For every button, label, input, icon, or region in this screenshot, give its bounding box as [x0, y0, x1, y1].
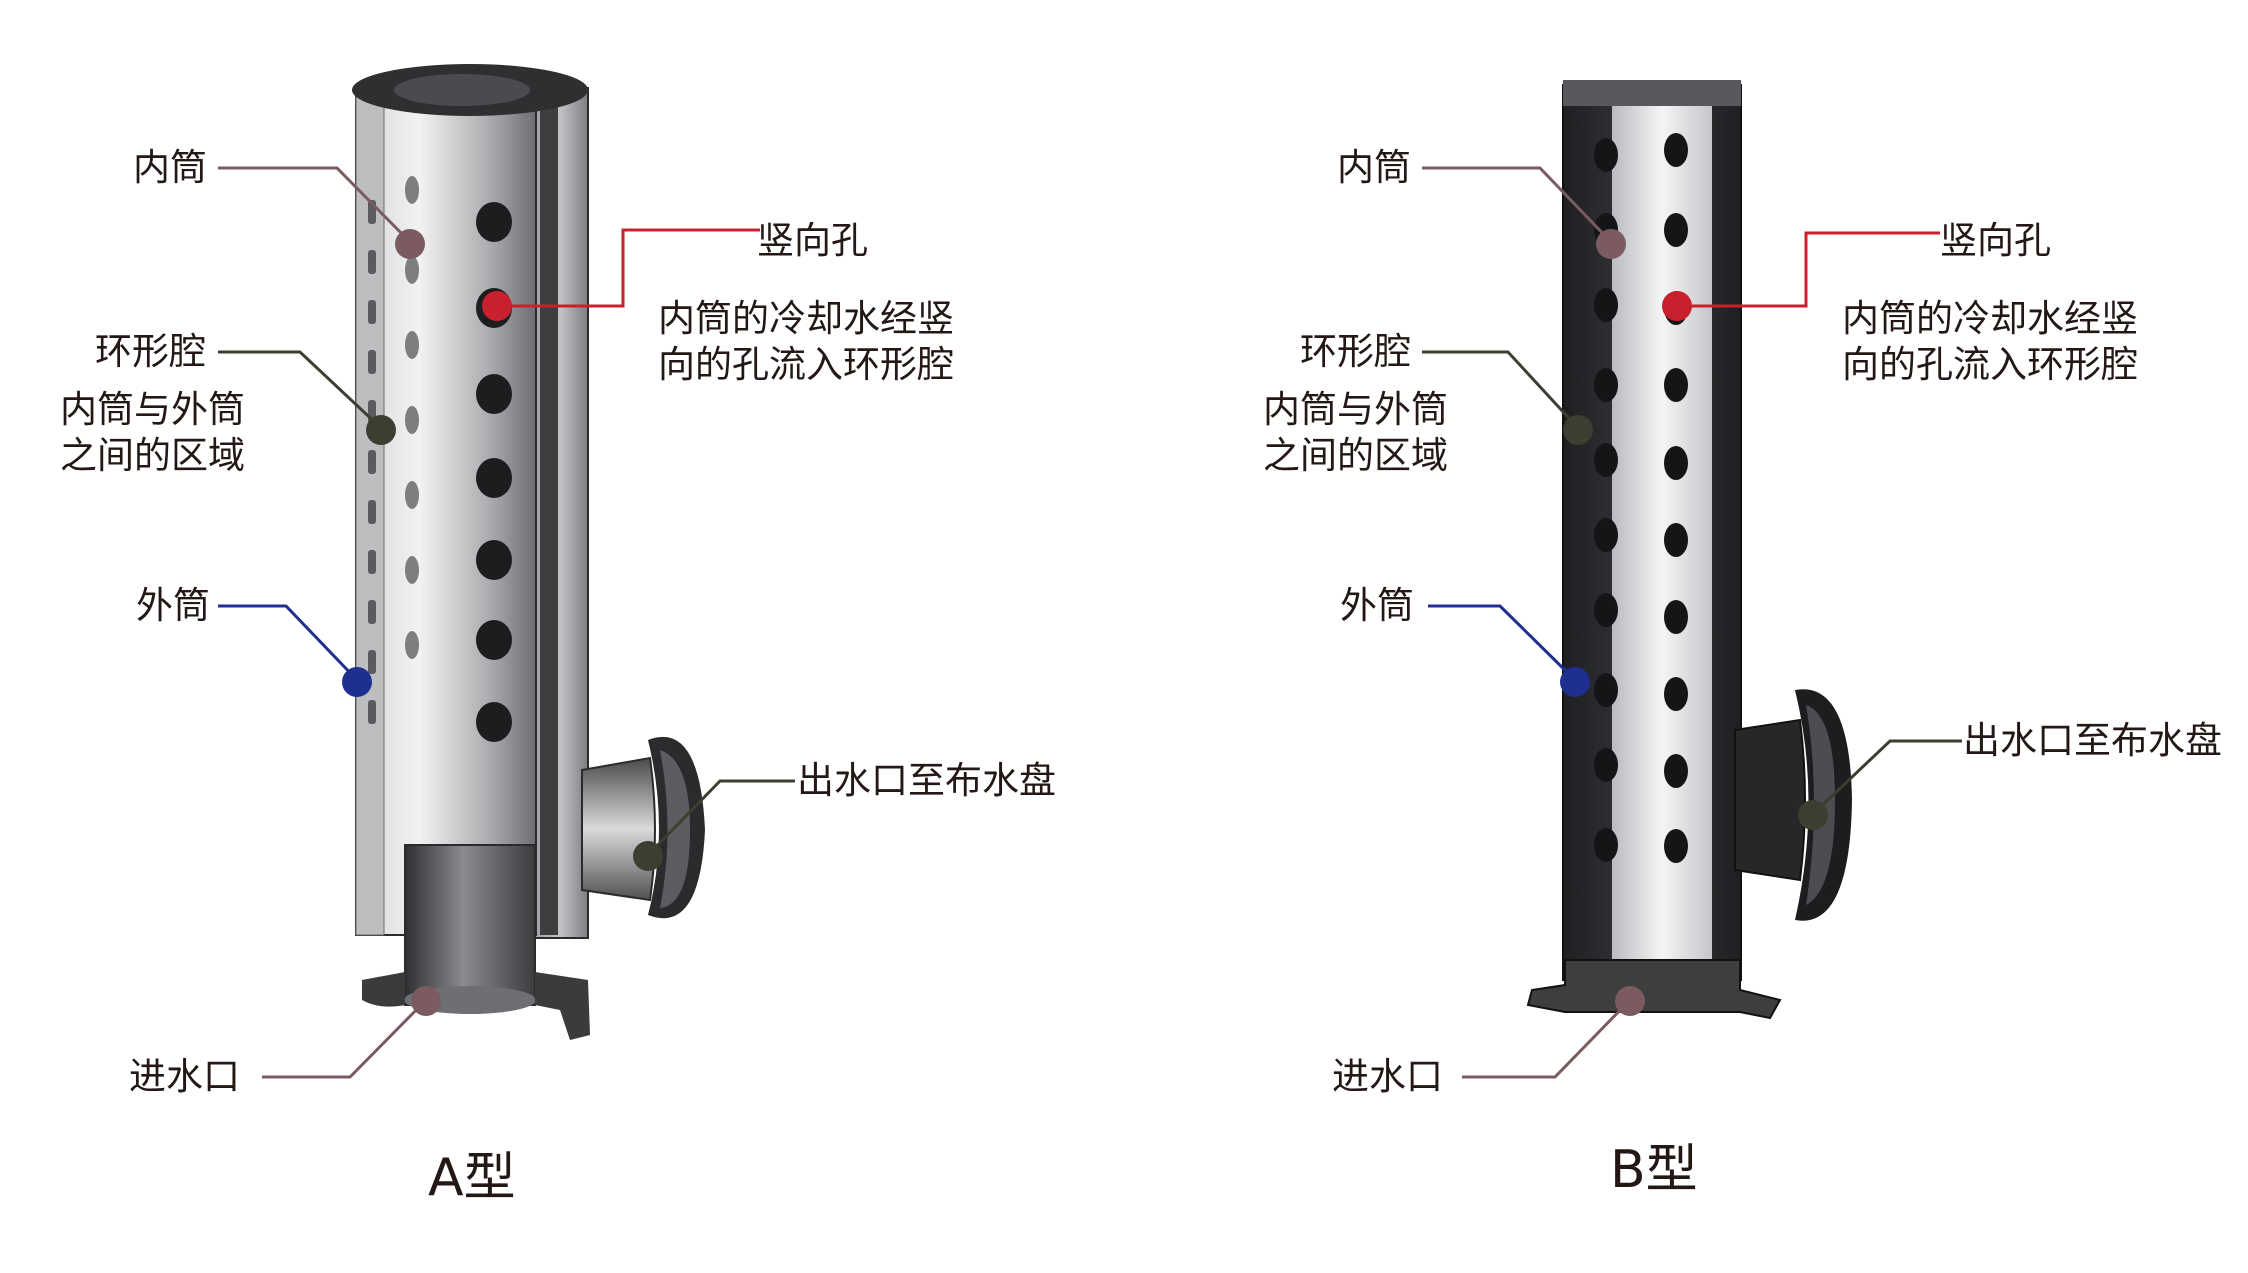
- label-a-outlet: 出水口至布水盘: [797, 759, 1056, 802]
- line-a-hole: [497, 228, 760, 308]
- line-a-outer: [218, 604, 359, 682]
- label-a-annulus-desc-line-1: 内筒与外筒: [60, 388, 245, 431]
- line-b-annulus: [1422, 350, 1580, 430]
- marker-a-inner: [395, 229, 425, 259]
- line-b-inlet: [1462, 998, 1632, 1079]
- label-a-annulus-desc: 内筒与外筒 之间的区域: [60, 387, 245, 479]
- line-a-outlet: [646, 779, 795, 857]
- caption-a: A型: [428, 1148, 516, 1208]
- line-b-outlet: [1811, 739, 1962, 816]
- label-b-hole-desc: 内筒的冷却水经竖 向的孔流入环形腔: [1842, 296, 2138, 388]
- marker-a-hole: [482, 291, 512, 321]
- line-a-inner: [218, 166, 412, 244]
- marker-b-inlet: [1615, 986, 1645, 1016]
- marker-a-annulus: [366, 415, 396, 445]
- line-a-inlet: [262, 998, 428, 1079]
- label-b-outer: 外筒: [1340, 584, 1414, 627]
- marker-a-outlet: [633, 841, 663, 871]
- label-b-vertical-hole: 竖向孔: [1940, 219, 2051, 262]
- label-a-inner: 内筒: [133, 146, 207, 189]
- marker-b-annulus: [1563, 415, 1593, 445]
- caption-b: B型: [1610, 1140, 1698, 1200]
- line-a-annulus: [218, 350, 383, 430]
- label-b-hole-desc-line-1: 内筒的冷却水经竖: [1842, 297, 2138, 340]
- label-a-vertical-hole: 竖向孔: [757, 219, 868, 262]
- label-a-hole-desc: 内筒的冷却水经竖 向的孔流入环形腔: [658, 296, 954, 388]
- marker-b-outer: [1560, 667, 1590, 697]
- tube-a-illustration: [352, 64, 705, 1040]
- label-b-annulus: 环形腔: [1300, 330, 1411, 373]
- label-a-outer: 外筒: [136, 584, 210, 627]
- line-b-hole: [1677, 231, 1940, 308]
- label-a-inlet: 进水口: [129, 1055, 240, 1098]
- marker-a-inlet: [411, 986, 441, 1016]
- label-b-outlet: 出水口至布水盘: [1963, 719, 2222, 762]
- label-b-annulus-desc-line-1: 内筒与外筒: [1263, 388, 1448, 431]
- label-a-hole-desc-line-1: 内筒的冷却水经竖: [658, 297, 954, 340]
- line-b-inner: [1422, 166, 1613, 244]
- marker-b-inner: [1596, 229, 1626, 259]
- marker-b-hole: [1662, 291, 1692, 321]
- label-b-hole-desc-line-2: 向的孔流入环形腔: [1842, 343, 2138, 386]
- callouts: [218, 166, 1962, 1079]
- label-b-inlet: 进水口: [1332, 1055, 1443, 1098]
- label-a-annulus: 环形腔: [95, 330, 206, 373]
- label-b-annulus-desc: 内筒与外筒 之间的区域: [1263, 387, 1448, 479]
- label-b-inner: 内筒: [1337, 146, 1411, 189]
- marker-b-outlet: [1798, 800, 1828, 830]
- marker-a-outer: [342, 667, 372, 697]
- tube-b-illustration: [1526, 80, 1852, 1020]
- label-a-hole-desc-line-2: 向的孔流入环形腔: [658, 343, 954, 386]
- label-a-annulus-desc-line-2: 之间的区域: [60, 434, 245, 477]
- label-b-annulus-desc-line-2: 之间的区域: [1263, 434, 1448, 477]
- line-b-outer: [1428, 604, 1577, 682]
